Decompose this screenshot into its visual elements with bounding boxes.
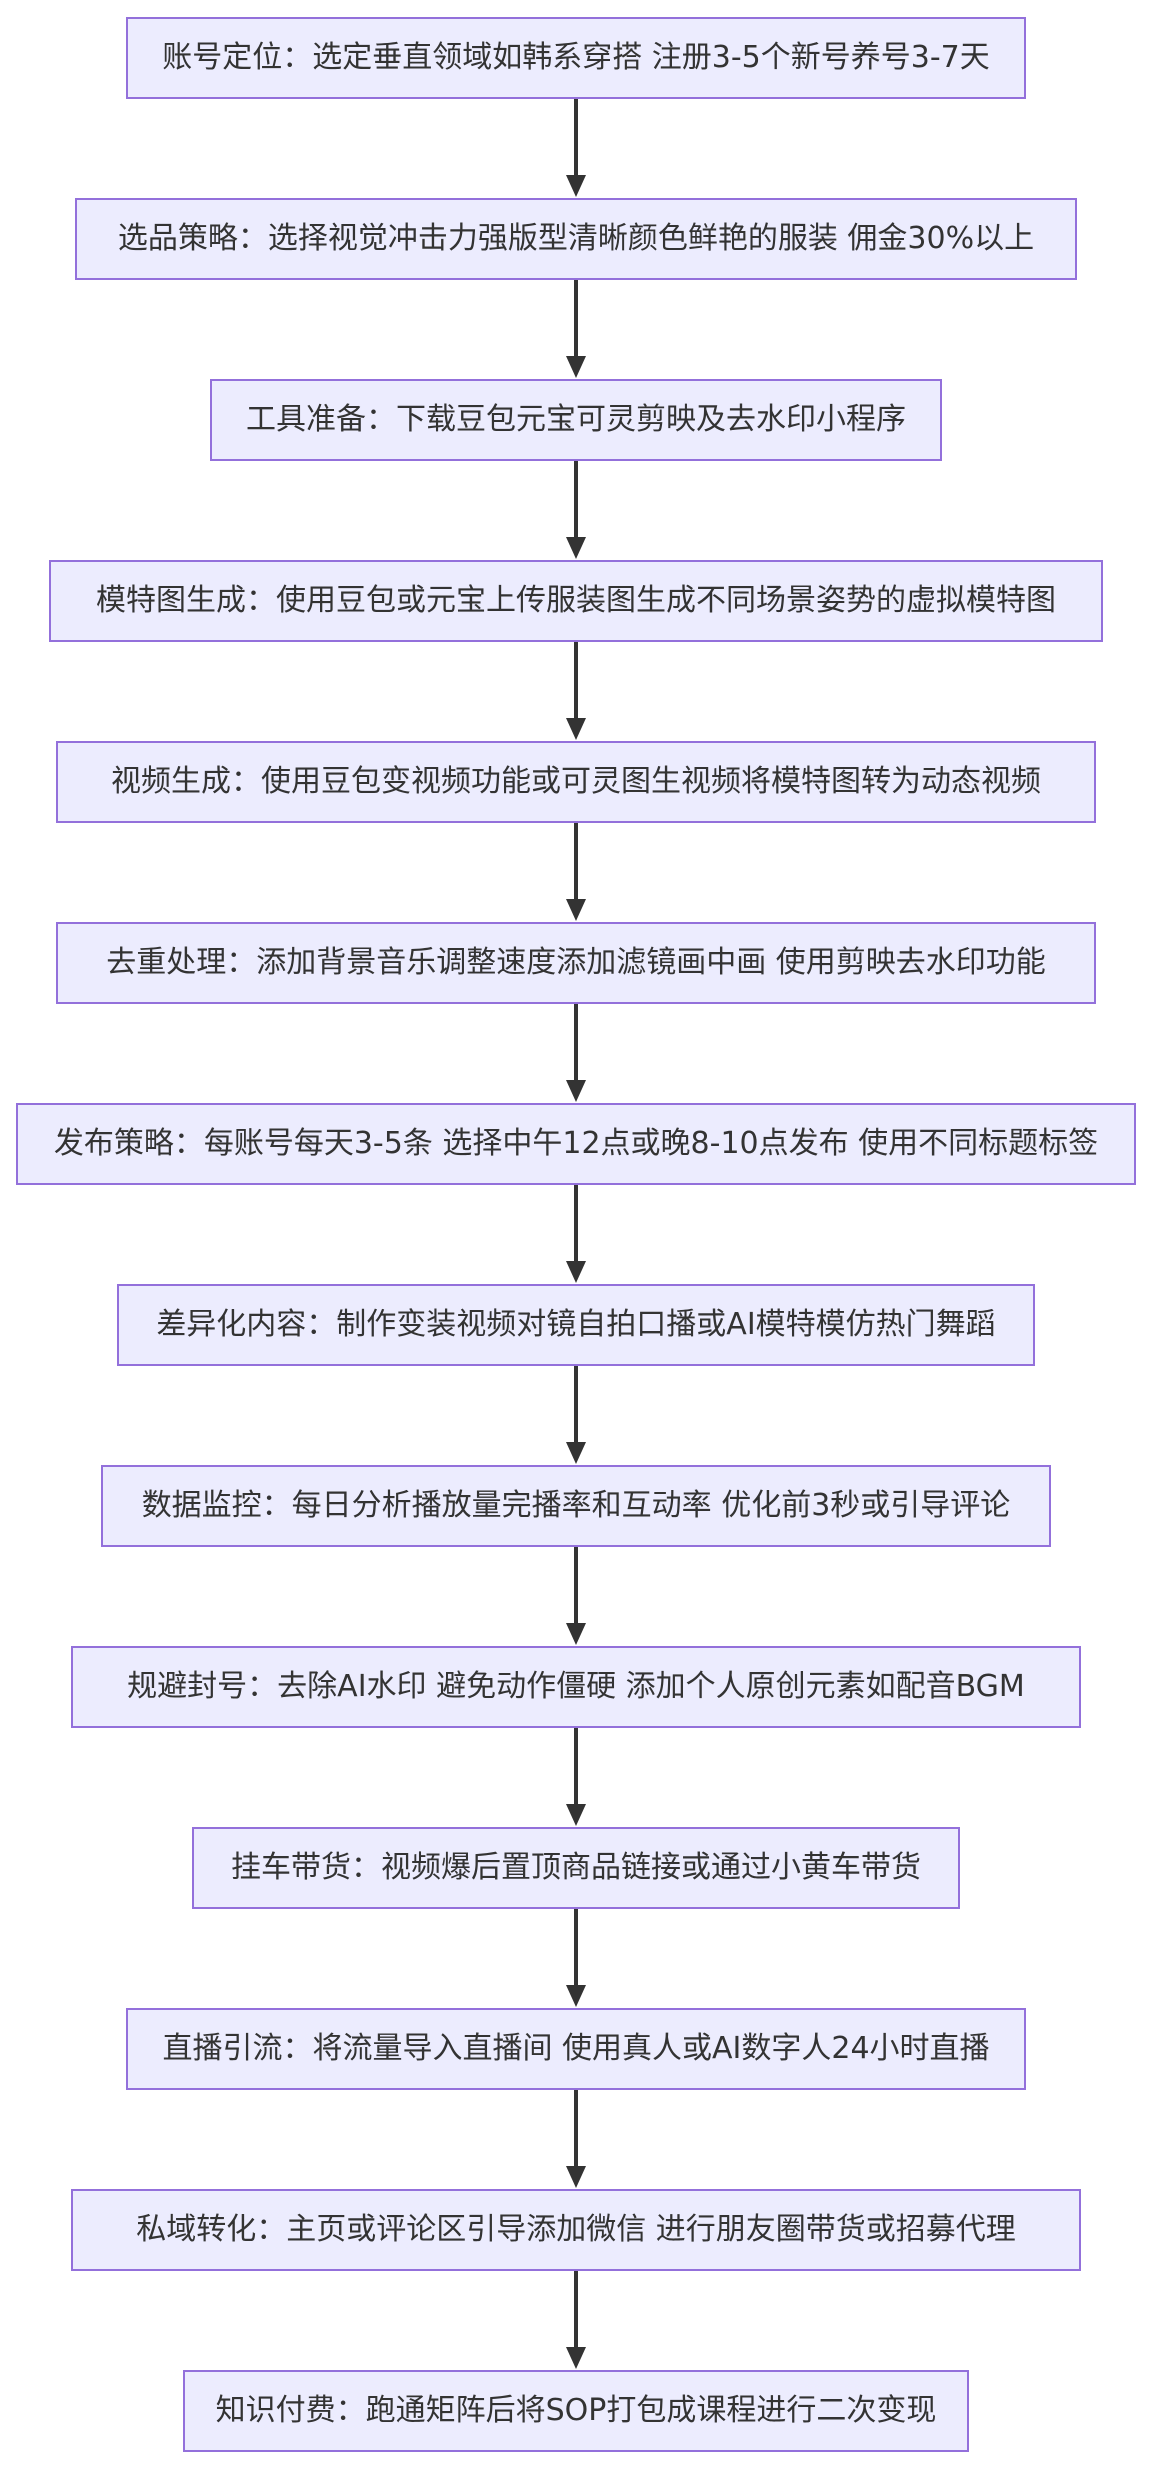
flow-arrow-12-head xyxy=(566,2166,586,2188)
flow-arrow-6-head xyxy=(566,1080,586,1102)
flow-arrow-10-head xyxy=(566,1804,586,1826)
flow-arrow-7-head xyxy=(566,1261,586,1283)
flow-arrow-1-head xyxy=(566,175,586,197)
flow-node-step-10: 规避封号：去除AI水印 避免动作僵硬 添加个人原创元素如配音BGM xyxy=(71,1646,1081,1728)
flow-arrow-9-head xyxy=(566,1623,586,1645)
flow-node-step-6: 去重处理：添加背景音乐调整速度添加滤镜画中画 使用剪映去水印功能 xyxy=(56,922,1096,1004)
flow-arrow-3-head xyxy=(566,537,586,559)
flow-arrow-13-head xyxy=(566,2347,586,2369)
flow-arrow-2-head xyxy=(566,356,586,378)
flow-arrow-5-head xyxy=(566,899,586,921)
flow-node-step-1: 账号定位：选定垂直领域如韩系穿搭 注册3-5个新号养号3-7天 xyxy=(126,17,1026,99)
flow-node-step-14: 知识付费：跑通矩阵后将SOP打包成课程进行二次变现 xyxy=(183,2370,969,2452)
flow-node-step-2: 选品策略：选择视觉冲击力强版型清晰颜色鲜艳的服装 佣金30%以上 xyxy=(75,198,1077,280)
flow-node-step-11: 挂车带货：视频爆后置顶商品链接或通过小黄车带货 xyxy=(192,1827,960,1909)
flow-node-step-13: 私域转化：主页或评论区引导添加微信 进行朋友圈带货或招募代理 xyxy=(71,2189,1081,2271)
flow-node-step-5: 视频生成：使用豆包变视频功能或可灵图生视频将模特图转为动态视频 xyxy=(56,741,1096,823)
flow-arrow-8-head xyxy=(566,1442,586,1464)
flow-node-step-3: 工具准备：下载豆包元宝可灵剪映及去水印小程序 xyxy=(210,379,942,461)
flow-node-step-9: 数据监控：每日分析播放量完播率和互动率 优化前3秒或引导评论 xyxy=(101,1465,1051,1547)
flow-node-step-4: 模特图生成：使用豆包或元宝上传服装图生成不同场景姿势的虚拟模特图 xyxy=(49,560,1103,642)
flow-node-step-8: 差异化内容：制作变装视频对镜自拍口播或AI模特模仿热门舞蹈 xyxy=(117,1284,1035,1366)
flow-node-step-12: 直播引流：将流量导入直播间 使用真人或AI数字人24小时直播 xyxy=(126,2008,1026,2090)
flow-node-step-7: 发布策略：每账号每天3-5条 选择中午12点或晚8-10点发布 使用不同标题标签 xyxy=(16,1103,1136,1185)
flow-arrow-11-head xyxy=(566,1985,586,2007)
flow-arrow-4-head xyxy=(566,718,586,740)
